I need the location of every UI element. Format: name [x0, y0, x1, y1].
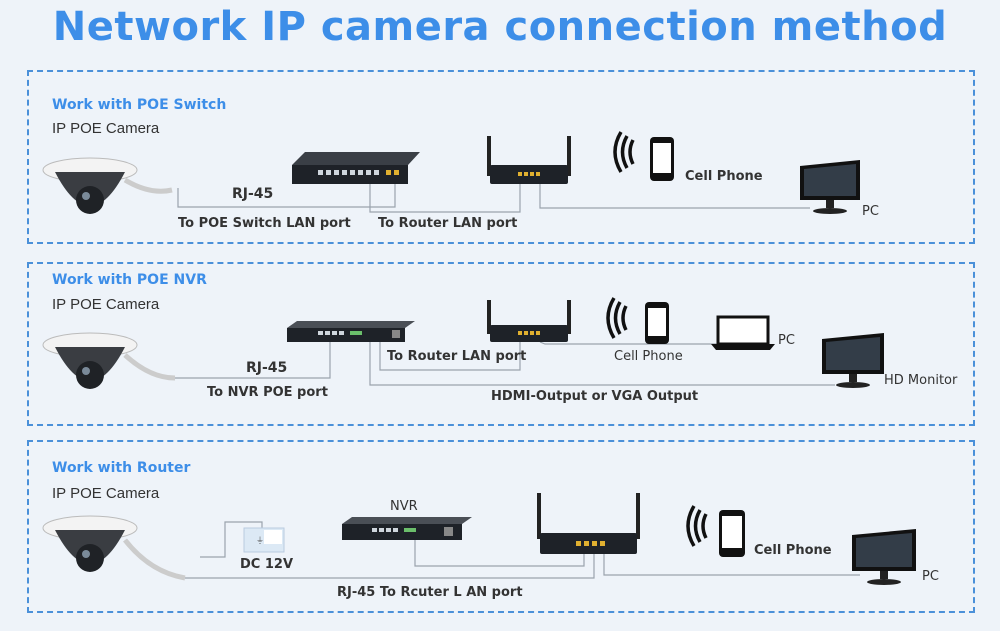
laptop-icon [711, 315, 775, 350]
pc-monitor-icon [852, 529, 916, 585]
panel-poe-switch [27, 70, 975, 244]
cell-phone-icon [645, 302, 669, 344]
wifi-icon [613, 131, 635, 173]
power-label: DC 12V [240, 557, 294, 572]
panel-router [27, 440, 975, 613]
pc-label: PC [778, 333, 795, 348]
panel-poe-nvr [27, 262, 975, 426]
router-port-label: To Router LAN port [387, 349, 527, 364]
monitor-label: HD Monitor [884, 373, 958, 388]
router-port-label: RJ-45 To Rcuter L AN port [337, 585, 523, 600]
panel-heading: Work with Router [52, 460, 191, 476]
router-icon [487, 300, 571, 342]
cable-label: RJ-45 [232, 186, 274, 202]
cable-label: RJ-45 [246, 360, 288, 376]
svg-text:⏚: ⏚ [256, 536, 264, 545]
video-output-label: HDMI-Output or VGA Output [491, 389, 699, 404]
dome-camera-icon [42, 157, 173, 214]
pc-label: PC [922, 569, 939, 584]
pc-label: PC [862, 204, 879, 219]
hd-monitor-icon [822, 333, 884, 388]
page-title: Network IP camera connection method [52, 4, 948, 50]
wifi-icon [686, 505, 708, 547]
nvr-icon [287, 321, 415, 342]
dome-camera-icon [42, 515, 186, 581]
router-icon [487, 136, 571, 184]
panel-subtitle: IP POE Camera [52, 485, 160, 502]
nvr-label: NVR [390, 499, 418, 514]
phone-label: Cell Phone [614, 349, 683, 364]
power-adapter-icon: ⏚ [243, 527, 285, 553]
switch-port-label: To POE Switch LAN port [178, 216, 351, 231]
wifi-icon [606, 297, 628, 339]
panel-subtitle: IP POE Camera [52, 296, 160, 313]
router-port-label: To Router LAN port [378, 216, 518, 231]
pc-monitor-icon [800, 160, 860, 214]
cell-phone-icon [650, 137, 674, 181]
dome-camera-icon [42, 332, 176, 389]
phone-label: Cell Phone [685, 169, 763, 184]
nvr-port-label: To NVR POE port [207, 385, 328, 400]
poe-switch-icon [292, 152, 420, 184]
router-icon [537, 493, 640, 554]
cell-phone-icon [719, 510, 745, 557]
phone-label: Cell Phone [754, 543, 832, 558]
panel-heading: Work with POE NVR [52, 272, 207, 288]
nvr-icon [342, 517, 472, 540]
panel-heading: Work with POE Switch [52, 97, 227, 113]
panel-subtitle: IP POE Camera [52, 120, 160, 137]
